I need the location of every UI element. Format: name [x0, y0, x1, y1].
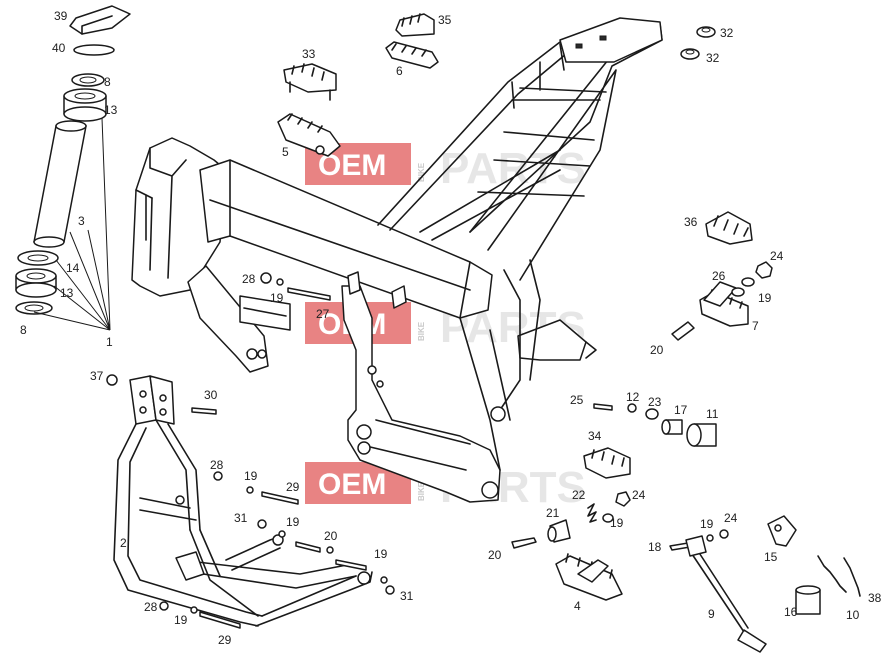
callout-24: 24	[770, 249, 784, 263]
callout-24: 24	[632, 488, 646, 502]
main-frame	[131, 17, 663, 503]
watermark-sub: BIKE	[417, 321, 426, 341]
callout-15: 15	[764, 550, 778, 564]
callout-3: 3	[78, 214, 85, 228]
callout-19: 19	[700, 517, 714, 531]
callout-2: 2	[120, 536, 127, 550]
callout-19: 19	[286, 515, 300, 529]
watermark-brand: OEM	[318, 468, 386, 501]
callout-31: 31	[234, 511, 248, 525]
callout-35: 35	[438, 13, 452, 27]
steering-parts	[15, 5, 131, 331]
callout-4: 4	[574, 599, 581, 613]
callout-21: 21	[546, 506, 560, 520]
callout-19: 19	[374, 547, 388, 561]
callout-13: 13	[104, 103, 118, 117]
callout-20: 20	[488, 548, 502, 562]
callout-19: 19	[174, 613, 188, 627]
callout-22: 22	[572, 488, 586, 502]
watermark-word: PARTS	[440, 144, 586, 193]
watermark-bottom: OEM BIKE PARTS	[305, 462, 586, 512]
callout-25: 25	[570, 393, 584, 407]
callout-23: 23	[648, 395, 662, 409]
callout-19: 19	[610, 516, 624, 530]
callout-39: 39	[54, 9, 68, 23]
callout-32: 32	[706, 51, 720, 65]
callout-11: 11	[706, 407, 719, 421]
callout-40: 40	[52, 41, 66, 55]
cradle-part-2	[113, 375, 373, 627]
callout-8: 8	[104, 75, 111, 89]
callout-13: 13	[60, 286, 74, 300]
callout-7: 7	[752, 319, 759, 333]
callout-24: 24	[724, 511, 738, 525]
callout-36: 36	[684, 215, 698, 229]
callout-34: 34	[588, 429, 602, 443]
callout-33: 33	[302, 47, 316, 61]
callout-18: 18	[648, 540, 662, 554]
callout-16: 16	[784, 605, 798, 619]
callout-32: 32	[720, 26, 734, 40]
callout-1: 1	[106, 335, 113, 349]
callout-19: 19	[270, 291, 284, 305]
callout-20: 20	[324, 529, 338, 543]
callout-12: 12	[626, 390, 640, 404]
callout-14: 14	[66, 261, 80, 275]
callout-29: 29	[286, 480, 300, 494]
callout-6: 6	[396, 64, 403, 78]
callout-37: 37	[90, 369, 104, 383]
callout-31: 31	[400, 589, 414, 603]
callout-27: 27	[316, 307, 330, 321]
footpeg-parts	[277, 13, 753, 601]
callout-10: 10	[846, 608, 860, 622]
callout-28: 28	[210, 458, 224, 472]
callout-29: 29	[218, 633, 232, 647]
watermark-sub: BIKE	[417, 162, 426, 182]
callout-9: 9	[708, 607, 715, 621]
hardware-parts	[106, 26, 861, 653]
callout-38: 38	[868, 591, 882, 605]
callout-labels: 39 40 8 13 3 14 13 8 1 35 6 33 5 32 32 2…	[20, 9, 882, 647]
callout-8: 8	[20, 323, 27, 337]
callout-5: 5	[282, 145, 289, 159]
callout-17: 17	[674, 403, 688, 417]
callout-20: 20	[650, 343, 664, 357]
callout-28: 28	[144, 600, 158, 614]
callout-30: 30	[204, 388, 218, 402]
callout-26: 26	[712, 269, 726, 283]
watermark-sub: BIKE	[417, 481, 426, 501]
callout-19: 19	[758, 291, 772, 305]
callout-19: 19	[244, 469, 258, 483]
callout-28: 28	[242, 272, 256, 286]
